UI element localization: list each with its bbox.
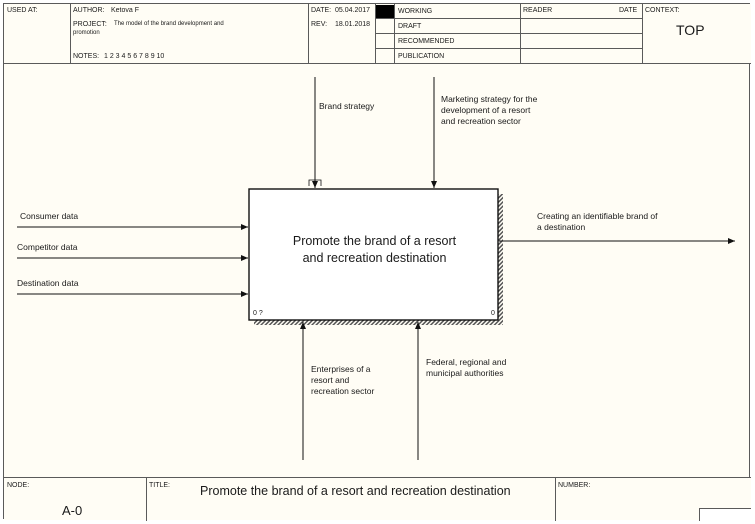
diagram-canvas (17, 77, 735, 460)
status-draft: DRAFT (398, 23, 422, 30)
diagram-title: Promote the brand of a resort and recrea… (200, 484, 511, 498)
enterprises-line2: resort and (311, 375, 350, 385)
project-line1: The model of the brand development and (114, 21, 224, 27)
node-label: NODE: (7, 482, 30, 489)
output-line2: a destination (537, 222, 586, 232)
rev-label: REV: (311, 21, 328, 28)
idef0-frame: USED AT: AUTHOR: Ketova F PROJECT: The m… (3, 3, 751, 521)
notes-label: NOTES: (73, 53, 100, 60)
status-publication: PUBLICATION (398, 53, 445, 60)
rev-value: 18.01.2018 (335, 21, 371, 28)
marketing-line1: Marketing strategy for the (441, 94, 538, 104)
node-value: A-0 (62, 503, 83, 518)
project-label: PROJECT: (73, 21, 107, 28)
input-label-destination-data: Destination data (17, 278, 79, 288)
activity-box-title: Promote the brand of a resort and recrea… (256, 233, 493, 267)
marketing-line2: development of a resort (441, 105, 531, 115)
page-tab (699, 508, 751, 521)
notes-value: 1 2 3 4 5 6 7 8 9 10 (104, 53, 165, 60)
context-label: CONTEXT: (645, 7, 680, 14)
tunnel-bracket-icon (308, 179, 322, 186)
mechanism-label-enterprises: Enterprises of a resort and recreation s… (311, 364, 374, 397)
number-label: NUMBER: (558, 482, 591, 489)
context-value: TOP (676, 22, 705, 38)
input-label-consumer-data: Consumer data (20, 211, 79, 221)
status-working: WORKING (398, 8, 433, 15)
author-value: Ketova F (111, 7, 140, 14)
output-label-brand: Creating an identifiable brand of a dest… (537, 211, 658, 233)
status-recommended: RECOMMENDED (398, 38, 455, 45)
working-indicator (376, 5, 394, 18)
reader-date-label: DATE (619, 7, 638, 14)
mechanism-label-authorities: Federal, regional and municipal authorit… (426, 357, 506, 379)
reader-label: READER (523, 7, 553, 14)
date-label: DATE: (311, 7, 332, 14)
activity-node-number: 0 ? (253, 310, 263, 317)
authorities-line1: Federal, regional and (426, 357, 507, 367)
output-line1: Creating an identifiable brand of (537, 211, 658, 221)
activity-box (248, 188, 499, 321)
activity-title-line2: and recreation destination (302, 251, 447, 265)
project-line2: promotion (73, 30, 100, 36)
activity-title-line1: Promote the brand of a resort (292, 234, 457, 248)
control-label-brand-strategy: Brand strategy (319, 101, 375, 111)
footer-block: NODE: A-0 TITLE: Promote the brand of a … (4, 477, 751, 521)
input-label-competitor-data: Competitor data (17, 242, 78, 252)
author-label: AUTHOR: (73, 7, 105, 14)
enterprises-line1: Enterprises of a (311, 364, 371, 374)
marketing-line3: and recreation sector (441, 116, 521, 126)
enterprises-line3: recreation sector (311, 386, 375, 396)
activity-cost: 0 (491, 310, 495, 317)
title-label: TITLE: (149, 482, 171, 489)
date-value: 05.04.2017 (335, 7, 371, 14)
header-block: USED AT: AUTHOR: Ketova F PROJECT: The m… (4, 4, 751, 64)
authorities-line2: municipal authorities (426, 368, 504, 378)
used-at-label: USED AT: (7, 7, 38, 14)
control-label-marketing-strategy: Marketing strategy for the development o… (441, 94, 537, 127)
